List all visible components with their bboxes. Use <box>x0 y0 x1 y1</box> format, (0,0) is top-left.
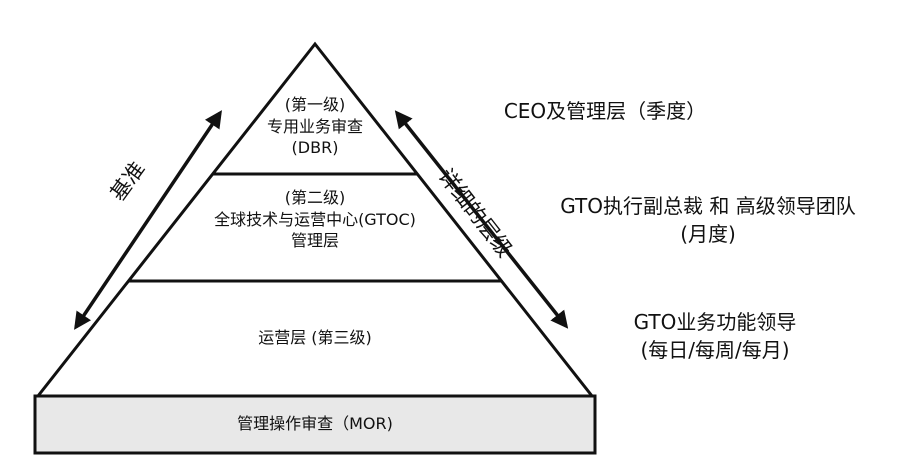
level1-abbr: (DBR) <box>291 138 339 158</box>
right-double-arrow <box>394 110 569 329</box>
level1-title: (第一级) <box>284 95 346 114</box>
level2-name: 全球技术与运营中心(GTOC) <box>214 209 416 229</box>
level1-label: (第一级) 专用业务审查 (DBR) <box>215 94 415 159</box>
level2-title: (第二级) <box>284 188 346 207</box>
level3-name: 运营层 (第三级) <box>258 328 372 347</box>
level2-label: (第二级) 全球技术与运营中心(GTOC) 管理层 <box>165 187 465 252</box>
base-name: 管理操作审查（MOR) <box>237 414 393 433</box>
side-label-bottom-line1: GTO业务功能领导 <box>633 310 797 334</box>
level1-name: 专用业务审查 <box>266 116 363 136</box>
base-box <box>33 394 597 455</box>
level2-sub: 管理层 <box>290 231 339 251</box>
side-label-top-line1: CEO及管理层（季度） <box>503 99 707 123</box>
side-label-bottom-line2: (每日/每周/每月) <box>640 338 790 362</box>
side-label-bottom: GTO业务功能领导 (每日/每周/每月) <box>595 308 835 364</box>
left-double-arrow <box>74 110 222 330</box>
side-label-middle: GTO执行副总裁 和 高级领导团队 (月度) <box>528 192 888 248</box>
side-label-middle-line1: GTO执行副总裁 和 高级领导团队 <box>560 194 856 218</box>
base-label: 管理操作审查（MOR) <box>165 413 465 435</box>
side-label-top: CEO及管理层（季度） <box>480 97 730 125</box>
side-label-middle-line2: (月度) <box>680 222 736 246</box>
level3-label: 运营层 (第三级) <box>165 327 465 349</box>
